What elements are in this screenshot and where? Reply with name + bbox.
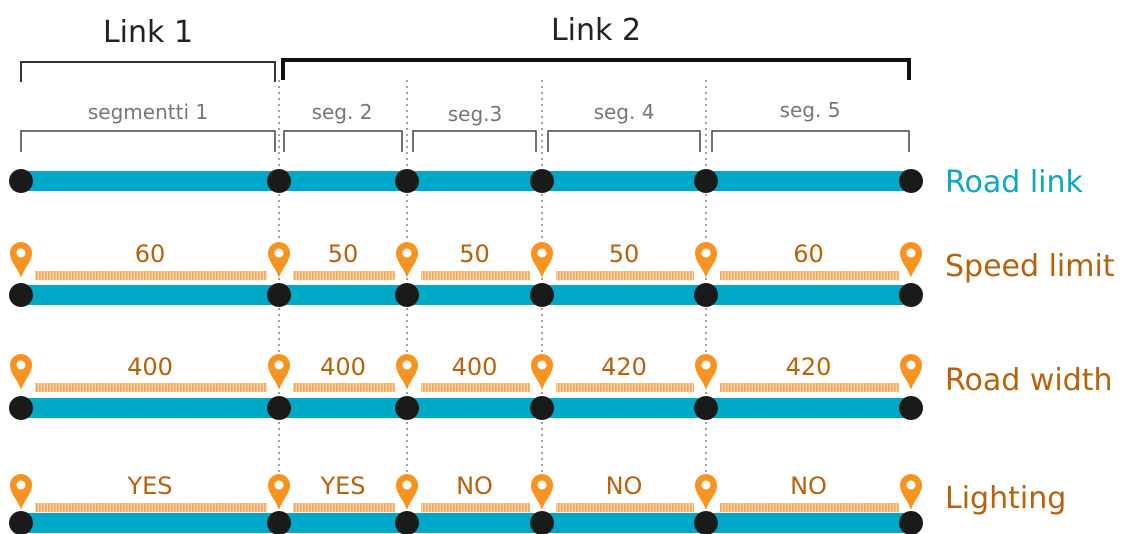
attribute-value: 420 [786,353,832,381]
attribute-value: NO [606,472,643,500]
attribute-value: 420 [601,353,647,381]
location-pin-icon [268,354,290,390]
location-pin-icon [900,354,922,390]
attribute-bar [556,383,694,392]
node-dot [9,511,33,534]
attribute-value: 60 [135,240,166,268]
row-speed-limit: 60 50 50 50 60 Speed limit [9,240,1115,307]
node-dot [899,511,923,534]
attribute-value: 50 [459,240,490,268]
attribute-value: 60 [793,240,824,268]
link-2-label: Link 2 [551,13,641,48]
node-dot [395,396,419,420]
node-dot [899,396,923,420]
location-pin-icon [900,242,922,278]
node-dot [267,396,291,420]
node-dot [530,511,554,534]
node-dot [395,511,419,534]
segment-1-bracket: segmentti 1 [20,100,276,152]
attribute-value: YES [319,472,365,500]
location-pin-icon [900,474,922,510]
attribute-bar [293,503,395,512]
attribute-value: NO [790,472,827,500]
segment-2-label: seg. 2 [312,100,373,124]
location-pin-icon [531,474,553,510]
location-pin-icon [396,474,418,510]
location-pin-icon [268,474,290,510]
attribute-bar [293,271,395,280]
attribute-value: 50 [609,240,640,268]
attribute-bar [35,503,267,512]
attribute-bar [556,271,694,280]
attribute-value: NO [456,472,493,500]
row-lighting: YES YES NO NO NO Lighting [9,472,1066,534]
segment-4-bracket: seg. 4 [547,100,701,152]
attribute-bar [35,271,267,280]
attribute-value: YES [126,472,172,500]
node-dot [9,283,33,307]
node-dot [694,283,718,307]
row-label: Road width [945,363,1113,398]
attribute-value: 400 [452,353,498,381]
segment-2-bracket: seg. 2 [283,100,403,152]
node-dot [530,396,554,420]
segment-5-label: seg. 5 [780,98,841,122]
link-1-bracket: Link 1 [20,15,276,82]
location-pin-icon [695,474,717,510]
node-dot [899,169,923,193]
node-dot [530,283,554,307]
location-pin-icon [10,242,32,278]
row-label: Lighting [945,481,1066,516]
attribute-bar [720,503,899,512]
location-pin-icon [531,242,553,278]
node-dot [267,169,291,193]
node-dot [9,396,33,420]
location-pin-icon [268,242,290,278]
link-1-label: Link 1 [103,15,193,50]
attribute-bar [421,383,530,392]
node-dot [395,169,419,193]
segment-4-label: seg. 4 [594,100,655,124]
attribute-bar [720,383,899,392]
location-pin-icon [695,354,717,390]
attribute-bar [556,503,694,512]
location-pin-icon [396,354,418,390]
row-road-link: Road link [9,165,1083,200]
segment-dividers [278,80,707,534]
attribute-bar [293,383,395,392]
attribute-value: 50 [328,240,359,268]
node-dot [694,511,718,534]
row-road-width: 400 400 400 420 420 Road width [9,353,1113,420]
node-dot [267,511,291,534]
row-label: Speed limit [945,249,1115,284]
node-dot [530,169,554,193]
segment-3-label: seg.3 [448,102,503,126]
node-dot [899,283,923,307]
location-pin-icon [10,474,32,510]
attribute-value: 400 [127,353,173,381]
attribute-bar [720,271,899,280]
segment-3-bracket: seg.3 [412,102,537,152]
node-dot [395,283,419,307]
location-pin-icon [10,354,32,390]
location-pin-icon [695,242,717,278]
attribute-bar [421,503,530,512]
node-dot [694,396,718,420]
segment-5-bracket: seg. 5 [711,98,910,152]
row-label: Road link [945,165,1083,200]
node-dot [267,283,291,307]
link-2-bracket: Link 2 [281,13,911,80]
location-pin-icon [396,242,418,278]
attribute-bar [35,383,267,392]
segment-1-label: segmentti 1 [88,100,208,124]
attribute-bar [421,271,530,280]
location-pin-icon [531,354,553,390]
attribute-value: 400 [320,353,366,381]
node-dot [9,169,33,193]
node-dot [694,169,718,193]
